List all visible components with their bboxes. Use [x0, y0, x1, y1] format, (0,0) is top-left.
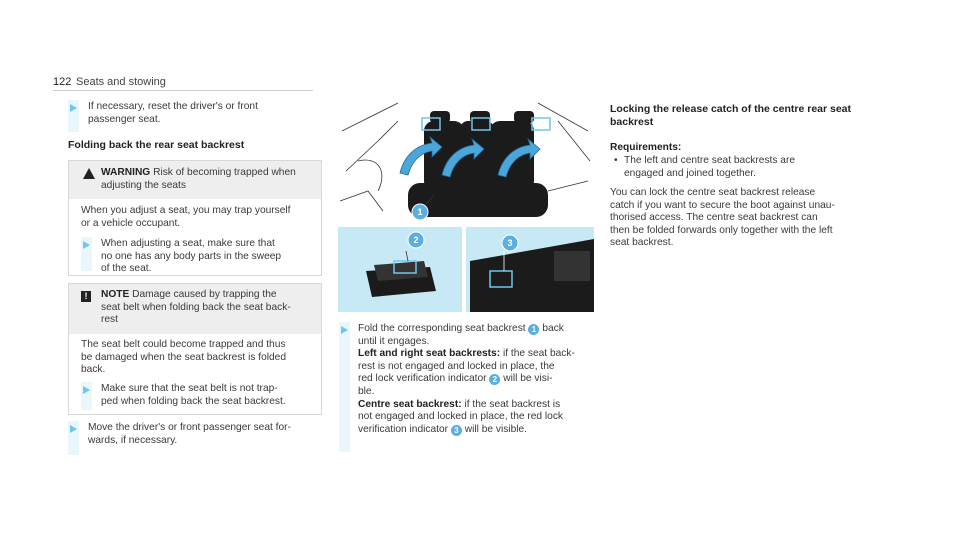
lr-label: Left and right seat backrests: — [358, 348, 501, 360]
step-text: Fold the corresponding seat backrest 1 b… — [358, 323, 575, 436]
step-arrow-icon — [70, 104, 77, 112]
body-text: You can lock the centre seat backrest re… — [610, 187, 835, 249]
warning-icon — [83, 168, 95, 179]
warning-body: When you adjust a seat, you may trap you… — [81, 205, 291, 229]
callout-3: 3 — [507, 238, 513, 248]
callout-2-inline: 2 — [489, 374, 501, 386]
section-heading: Folding back the rear seat backrest — [68, 139, 245, 151]
step-bar — [68, 421, 79, 455]
note-title: Damage caused by trapping the — [132, 289, 277, 300]
step-arrow-icon — [70, 425, 77, 433]
warning-header: WARNING Risk of becoming trapped when ad… — [69, 161, 321, 199]
note-box: ! NOTE Damage caused by trapping the sea… — [68, 283, 322, 415]
warning-title-line2: adjusting the seats — [101, 179, 186, 191]
note-step-bar — [81, 382, 92, 410]
step-bar — [68, 100, 79, 132]
note-title-line3: rest — [101, 314, 118, 326]
warning-title: Risk of becoming trapped when — [153, 167, 296, 178]
note-label: NOTE — [101, 289, 130, 300]
note-title-line2: seat belt when folding back the seat bac… — [101, 301, 291, 313]
step-arrow-icon — [341, 326, 348, 334]
section-title: Seats and stowing — [76, 76, 166, 88]
warning-step-bar — [81, 237, 92, 271]
callout-1-inline: 1 — [528, 324, 540, 335]
note-header: ! NOTE Damage caused by trapping the sea… — [69, 284, 321, 334]
step-text: Move the driver's or front passenger sea… — [88, 422, 291, 446]
step-arrow-icon — [83, 241, 90, 249]
page-number: 122 — [53, 76, 72, 88]
warning-label: WARNING — [101, 167, 151, 178]
callout-2: 2 — [413, 235, 419, 245]
step-bar — [339, 322, 350, 452]
step-text: If necessary, reset the driver's or fron… — [88, 101, 258, 125]
callout-3-inline: 3 — [450, 424, 462, 436]
note-step: Make sure that the seat belt is not trap… — [101, 383, 286, 407]
section-heading: Locking the release catch of the centre … — [610, 103, 852, 128]
header-rule — [53, 90, 313, 91]
requirements-label: Requirements: — [610, 142, 682, 153]
note-body: The seat belt could become trapped and t… — [81, 339, 287, 376]
requirements-item: • The left and centre seat backrests are… — [614, 155, 796, 179]
note-icon: ! — [81, 291, 91, 302]
step-arrow-icon — [83, 386, 90, 394]
callout-1: 1 — [417, 207, 423, 217]
centre-label: Centre seat backrest: — [358, 398, 462, 410]
seat-illustration: 1 2 3 — [338, 101, 594, 312]
warning-box: WARNING Risk of becoming trapped when ad… — [68, 160, 322, 276]
